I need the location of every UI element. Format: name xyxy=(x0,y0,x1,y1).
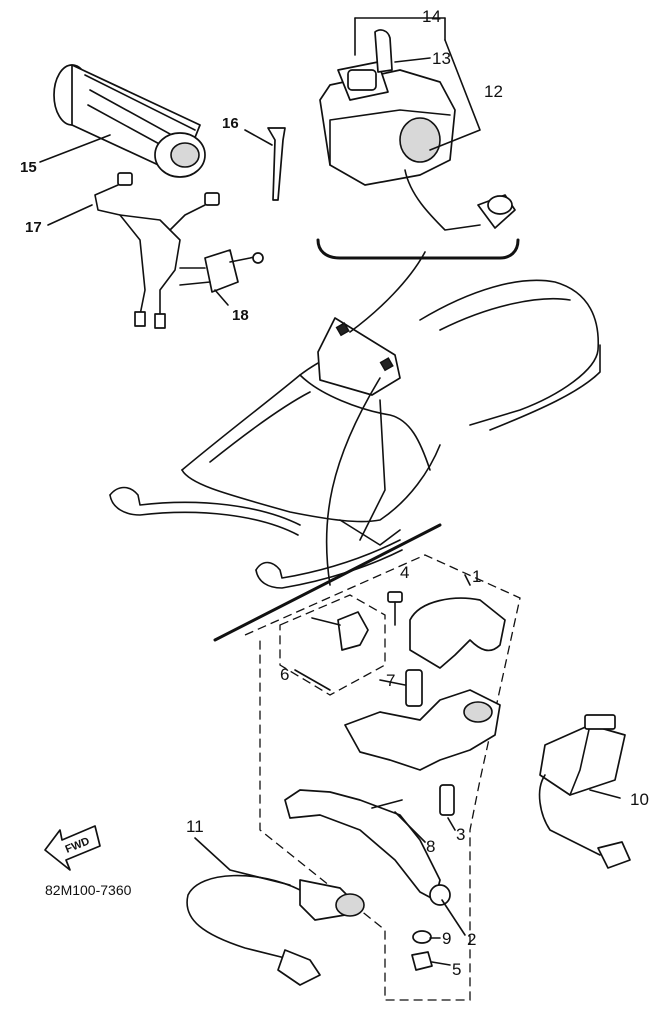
group-outline-1 xyxy=(244,554,521,1001)
throttle-cable xyxy=(186,874,365,986)
callout-15: 15 xyxy=(20,159,37,176)
handle-grip xyxy=(53,64,206,178)
callout-1: 1 xyxy=(472,567,481,586)
callout-10: 10 xyxy=(630,790,649,809)
callout-13: 13 xyxy=(432,49,451,68)
nut-5 xyxy=(411,951,433,971)
callout-16: 16 xyxy=(222,115,239,132)
callout-18: 18 xyxy=(232,307,249,324)
bolt-3 xyxy=(439,784,455,816)
washer-9 xyxy=(412,930,432,944)
bolt-4 xyxy=(387,591,403,603)
throttle-cable-route xyxy=(325,377,381,586)
switch-assembly xyxy=(319,29,516,231)
leader-lines xyxy=(39,17,621,966)
band-part xyxy=(267,127,286,201)
collar-7 xyxy=(405,669,423,707)
upper-group-bracket xyxy=(316,238,520,260)
callout-6: 6 xyxy=(280,665,289,684)
part-code: 82M100-7360 xyxy=(45,882,132,898)
callout-14: 14 xyxy=(422,7,441,26)
snowmobile-outline xyxy=(109,279,601,589)
callout-4: 4 xyxy=(400,563,409,582)
group-outline-6 xyxy=(279,594,386,696)
callout-17: 17 xyxy=(25,219,42,236)
callout-11: 11 xyxy=(186,817,204,836)
callout-3: 3 xyxy=(456,825,465,844)
callout-12: 12 xyxy=(484,82,503,101)
callout-5: 5 xyxy=(452,960,461,979)
callout-8: 8 xyxy=(426,837,435,856)
heater-unit xyxy=(538,714,631,869)
callout-2: 2 xyxy=(467,930,476,949)
warmer-wire-route xyxy=(349,251,426,333)
stop-switch-6 xyxy=(337,611,369,651)
throttle-cover xyxy=(409,597,506,669)
callout-labels: 1 2 3 4 5 6 7 8 9 10 11 12 13 14 15 16 1… xyxy=(20,7,649,979)
toggle-switch xyxy=(179,249,264,293)
callout-7: 7 xyxy=(386,671,395,690)
callout-9: 9 xyxy=(442,929,451,948)
fwd-arrow-icon: FWD xyxy=(44,825,101,871)
throttle-bracket xyxy=(344,689,501,771)
lower-group-line xyxy=(213,523,442,642)
screw-8 xyxy=(371,799,403,809)
wire-harness xyxy=(94,172,220,329)
